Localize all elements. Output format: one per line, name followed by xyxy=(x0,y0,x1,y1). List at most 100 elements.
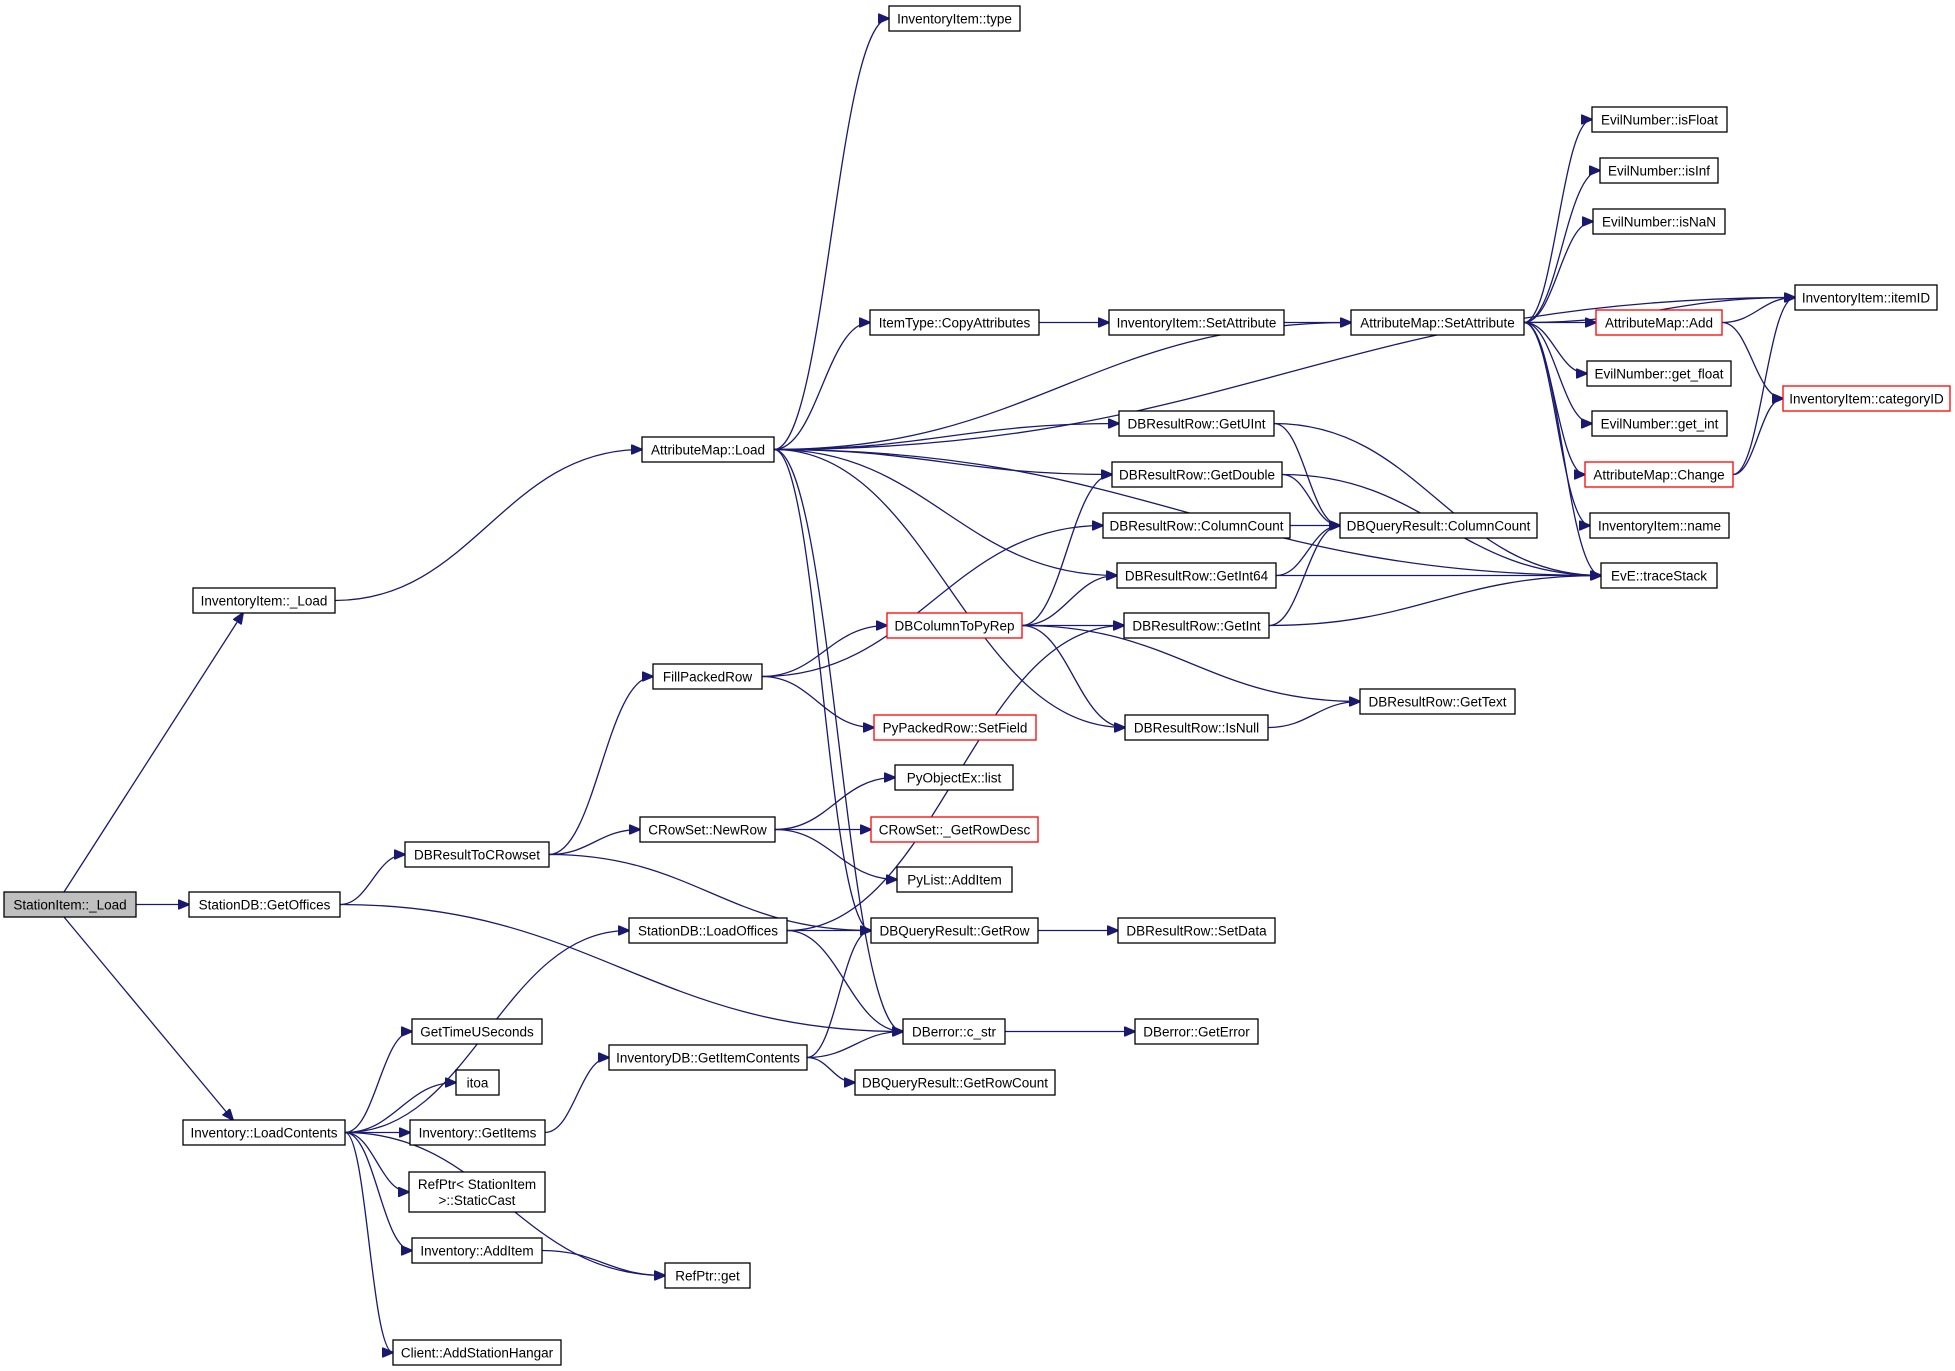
node-pypackedrow-setfield[interactable]: PyPackedRow::SetField xyxy=(873,714,1037,741)
node-box[interactable] xyxy=(404,841,550,868)
node-fillpackedrow[interactable]: FillPackedRow xyxy=(652,663,763,690)
node-inventory-loadcontents[interactable]: Inventory::LoadContents xyxy=(182,1119,346,1146)
node-box[interactable] xyxy=(873,714,1037,741)
node-evilnumber-get-float[interactable]: EvilNumber::get_float xyxy=(1586,360,1732,387)
node-box[interactable] xyxy=(3,891,137,918)
node-inventoryitem-categoryid[interactable]: InventoryItem::categoryID xyxy=(1782,385,1951,412)
node-attributemap-load[interactable]: AttributeMap::Load xyxy=(641,436,775,463)
node-crowset-getrowdesc[interactable]: CRowSet::_GetRowDesc xyxy=(870,816,1039,843)
node-inventoryitem-type[interactable]: InventoryItem::type xyxy=(888,5,1021,32)
node-box[interactable] xyxy=(409,1119,546,1146)
node-dberror-geterror[interactable]: DBerror::GetError xyxy=(1134,1018,1259,1045)
node-dbresulttocrowset[interactable]: DBResultToCRowset xyxy=(404,841,550,868)
node-box[interactable] xyxy=(870,917,1039,944)
node-inventoryitem-name[interactable]: InventoryItem::name xyxy=(1589,512,1730,539)
node-box[interactable] xyxy=(455,1069,500,1096)
node-dbcolumntopyrep[interactable]: DBColumnToPyRep xyxy=(886,612,1023,639)
node-box[interactable] xyxy=(1584,461,1734,488)
node-box[interactable] xyxy=(182,1119,346,1146)
node-dbresultrow-getuint[interactable]: DBResultRow::GetUInt xyxy=(1118,410,1275,437)
node-box[interactable] xyxy=(869,309,1040,336)
node-evilnumber-get-int[interactable]: EvilNumber::get_int xyxy=(1591,410,1728,437)
node-box[interactable] xyxy=(1782,385,1951,412)
node-box[interactable] xyxy=(411,1018,543,1045)
node-dbqueryresult-getrow[interactable]: DBQueryResult::GetRow xyxy=(870,917,1039,944)
node-inventory-additem[interactable]: Inventory::AddItem xyxy=(411,1237,543,1264)
node-refptr-stationitem-staticcast[interactable]: RefPtr< StationItem >::StaticCast xyxy=(408,1171,546,1213)
node-box[interactable] xyxy=(1102,512,1291,539)
node-box[interactable] xyxy=(1586,360,1732,387)
node-box[interactable] xyxy=(1592,208,1726,235)
node-box[interactable] xyxy=(411,1237,543,1264)
node-itoa[interactable]: itoa xyxy=(455,1069,500,1096)
node-evilnumber-isinf[interactable]: EvilNumber::isInf xyxy=(1599,157,1719,184)
node-box[interactable] xyxy=(1118,410,1275,437)
node-eve-tracestack[interactable]: EvE::traceStack xyxy=(1600,562,1718,589)
node-box[interactable] xyxy=(628,917,788,944)
node-inventoryitem-load[interactable]: InventoryItem::_Load xyxy=(192,587,336,614)
node-evilnumber-isnan[interactable]: EvilNumber::isNaN xyxy=(1592,208,1726,235)
node-box[interactable] xyxy=(886,612,1023,639)
node-box[interactable] xyxy=(1339,512,1538,539)
node-box[interactable] xyxy=(639,816,776,843)
node-box[interactable] xyxy=(392,1339,562,1366)
node-box[interactable] xyxy=(1359,688,1516,715)
node-box[interactable] xyxy=(1124,714,1269,741)
node-refptr-get[interactable]: RefPtr::get xyxy=(664,1262,751,1289)
node-box[interactable] xyxy=(641,436,775,463)
node-box[interactable] xyxy=(902,1018,1006,1045)
node-box[interactable] xyxy=(1591,106,1728,133)
node-box[interactable] xyxy=(1599,157,1719,184)
node-box[interactable] xyxy=(1350,309,1525,336)
node-box[interactable] xyxy=(1591,410,1728,437)
node-stationitem-load[interactable]: StationItem::_Load xyxy=(3,891,137,918)
node-dbqueryresult-getrowcount[interactable]: DBQueryResult::GetRowCount xyxy=(854,1069,1056,1096)
node-box[interactable] xyxy=(664,1262,751,1289)
node-evilnumber-isfloat[interactable]: EvilNumber::isFloat xyxy=(1591,106,1728,133)
node-dbresultrow-columncount[interactable]: DBResultRow::ColumnCount xyxy=(1102,512,1291,539)
node-itemtype-copyattributes[interactable]: ItemType::CopyAttributes xyxy=(869,309,1040,336)
node-crowset-newrow[interactable]: CRowSet::NewRow xyxy=(639,816,776,843)
node-box[interactable] xyxy=(854,1069,1056,1096)
node-box[interactable] xyxy=(894,764,1014,791)
node-pyobjectex-list[interactable]: PyObjectEx::list xyxy=(894,764,1014,791)
node-attributemap-change[interactable]: AttributeMap::Change xyxy=(1584,461,1734,488)
node-dbresultrow-gettext[interactable]: DBResultRow::GetText xyxy=(1359,688,1516,715)
node-stationdb-getoffices[interactable]: StationDB::GetOffices xyxy=(188,891,341,918)
node-box[interactable] xyxy=(896,866,1013,893)
node-dbresultrow-setdata[interactable]: DBResultRow::SetData xyxy=(1117,917,1276,944)
node-box[interactable] xyxy=(1589,512,1730,539)
node-inventoryitem-setattribute[interactable]: InventoryItem::SetAttribute xyxy=(1108,309,1285,336)
node-box[interactable] xyxy=(1108,309,1285,336)
node-box[interactable] xyxy=(1111,461,1283,488)
node-attributemap-setattribute[interactable]: AttributeMap::SetAttribute xyxy=(1350,309,1525,336)
node-box[interactable] xyxy=(1600,562,1718,589)
node-box[interactable] xyxy=(652,663,763,690)
node-box[interactable] xyxy=(1117,917,1276,944)
node-box[interactable] xyxy=(1116,562,1277,589)
node-inventoryitem-itemid[interactable]: InventoryItem::itemID xyxy=(1794,284,1938,311)
node-dbresultrow-isnull[interactable]: DBResultRow::IsNull xyxy=(1124,714,1269,741)
node-box[interactable] xyxy=(1134,1018,1259,1045)
node-inventorydb-getitemcontents[interactable]: InventoryDB::GetItemContents xyxy=(608,1044,808,1071)
node-box[interactable] xyxy=(192,587,336,614)
node-pylist-additem[interactable]: PyList::AddItem xyxy=(896,866,1013,893)
node-stationdb-loadoffices[interactable]: StationDB::LoadOffices xyxy=(628,917,788,944)
node-box[interactable] xyxy=(408,1171,546,1213)
node-box[interactable] xyxy=(608,1044,808,1071)
node-box[interactable] xyxy=(888,5,1021,32)
node-dberror-c-str[interactable]: DBerror::c_str xyxy=(902,1018,1006,1045)
node-inventory-getitems[interactable]: Inventory::GetItems xyxy=(409,1119,546,1146)
node-client-addstationhangar[interactable]: Client::AddStationHangar xyxy=(392,1339,562,1366)
node-box[interactable] xyxy=(1595,309,1723,336)
node-box[interactable] xyxy=(1794,284,1938,311)
node-dbresultrow-getdouble[interactable]: DBResultRow::GetDouble xyxy=(1111,461,1283,488)
node-gettimeuseconds[interactable]: GetTimeUSeconds xyxy=(411,1018,543,1045)
node-dbqueryresult-columncount[interactable]: DBQueryResult::ColumnCount xyxy=(1339,512,1538,539)
node-dbresultrow-getint64[interactable]: DBResultRow::GetInt64 xyxy=(1116,562,1277,589)
node-dbresultrow-getint[interactable]: DBResultRow::GetInt xyxy=(1123,612,1270,639)
node-box[interactable] xyxy=(188,891,341,918)
node-box[interactable] xyxy=(870,816,1039,843)
node-attributemap-add[interactable]: AttributeMap::Add xyxy=(1595,309,1723,336)
node-box[interactable] xyxy=(1123,612,1270,639)
